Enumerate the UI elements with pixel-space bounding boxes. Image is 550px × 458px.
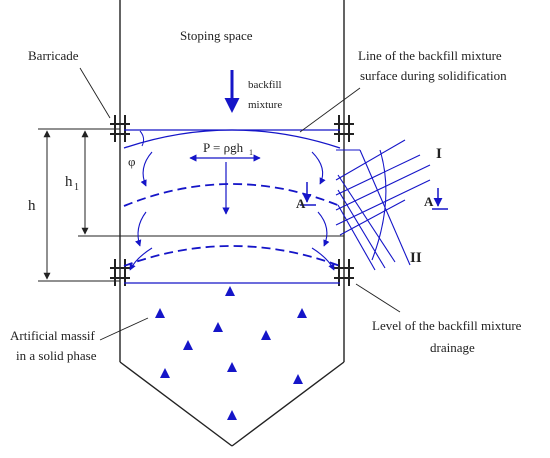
barricade-brackets	[110, 115, 354, 286]
h1-subscript: 1	[74, 182, 79, 193]
h1-label: h	[65, 174, 73, 190]
roman-two-label: II	[410, 250, 422, 266]
pressure-subscript: 1	[249, 148, 253, 157]
dimension-lines	[38, 128, 344, 282]
section-markers	[300, 182, 448, 210]
seepage-arrows	[129, 151, 335, 271]
drainage-label-2: drainage	[430, 340, 475, 355]
section-a-left-label: A	[296, 196, 306, 211]
surface-line-label-2: surface during solidification	[360, 68, 507, 83]
pressure-arrows	[189, 154, 261, 215]
leader-lines	[79, 67, 401, 341]
surface-line-label-1: Line of the backfill mixture	[358, 48, 502, 63]
massif-triangles	[155, 286, 307, 420]
backfill-mixture-label-2: mixture	[248, 99, 282, 111]
barricade-label: Barricade	[28, 48, 79, 63]
stoping-space-label: Stoping space	[180, 28, 253, 43]
massif-label-1: Artificial massif	[10, 328, 96, 343]
massif-label-2: in a solid phase	[16, 348, 97, 363]
backfill-surfaces	[123, 129, 341, 284]
phi-label: φ	[128, 154, 136, 169]
shaft-outline	[119, 0, 345, 447]
h-label: h	[28, 198, 36, 214]
drainage-lines	[335, 139, 431, 271]
pressure-label: P = ρgh	[203, 140, 244, 155]
section-a-right-label: A	[424, 194, 434, 209]
drainage-label-1: Level of the backfill mixture	[372, 318, 522, 333]
backfill-mixture-label-1: backfill	[248, 79, 282, 91]
roman-one-label: I	[436, 146, 442, 162]
